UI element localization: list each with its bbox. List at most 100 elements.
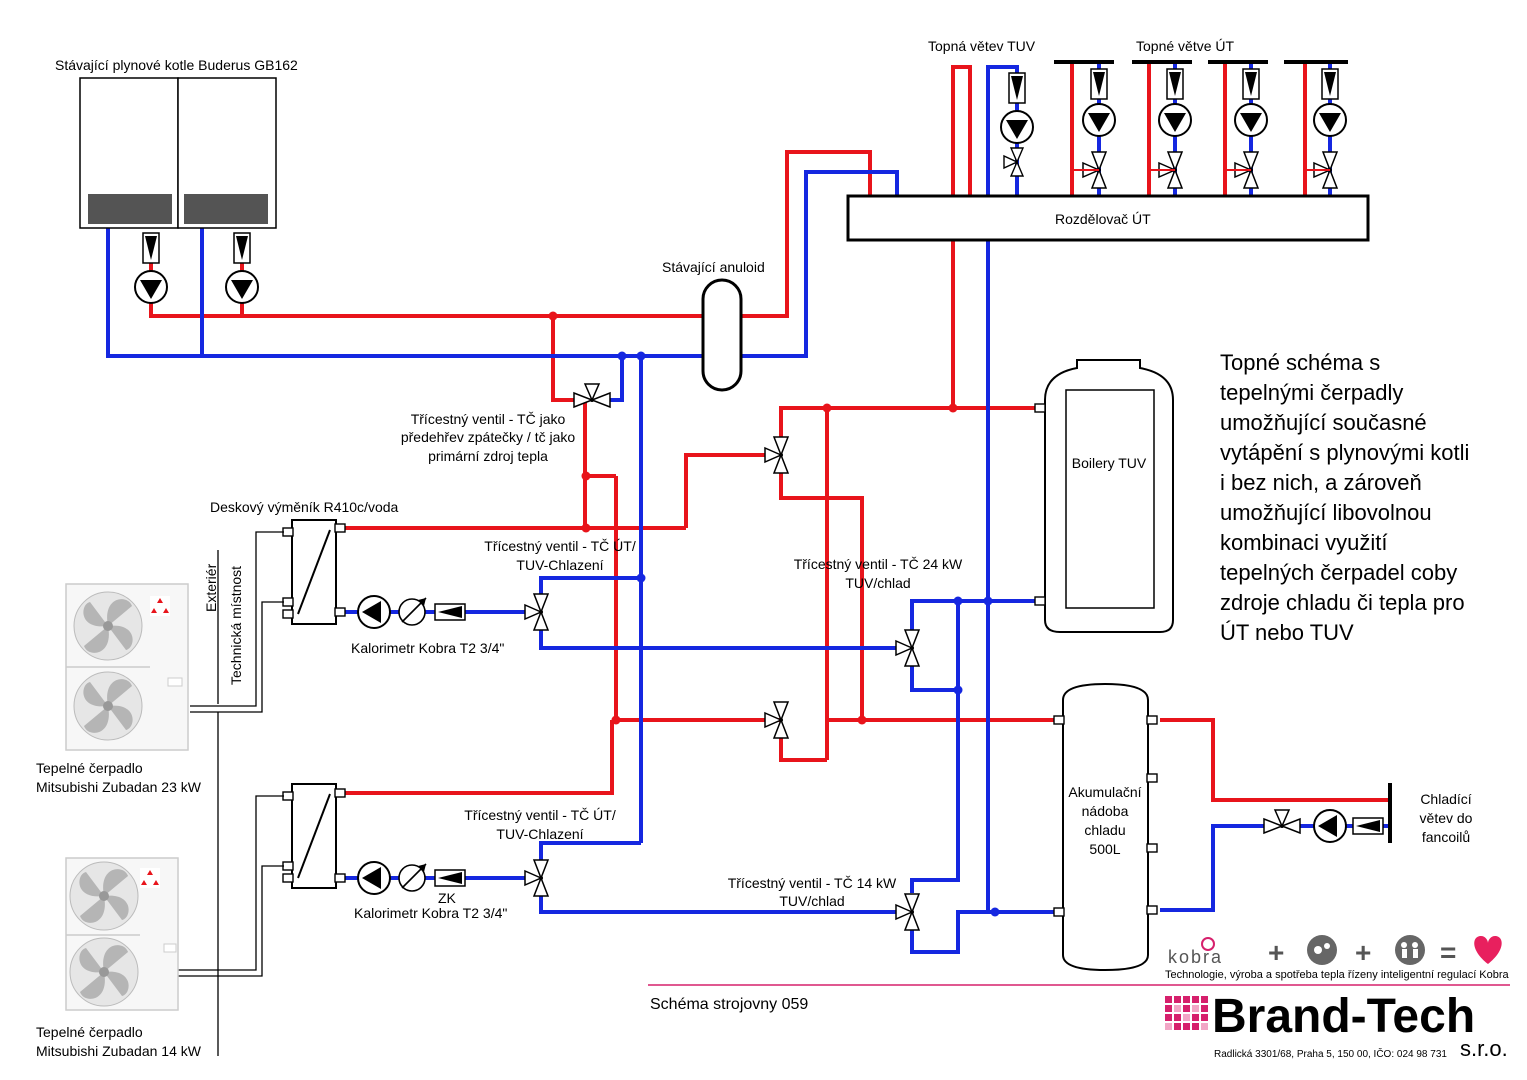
fan-icon [69,861,139,931]
valve-main-label-2: předehřev zpátečky / tč jako [401,429,576,445]
hp-23-label-2: Mitsubishi Zubadan 23 kW [36,779,202,795]
pump-icon [225,270,259,304]
company-name: Brand-Tech [1212,990,1475,1043]
check-valve-icon [1242,68,1260,100]
anuloid-label: Stávající anuloid [662,259,765,275]
boiler-tuv-label: Boilery TUV [1072,455,1147,471]
plate-exchanger-1 [291,519,337,625]
cool-label-2: větev do [1420,810,1473,826]
description-line: kombinaci využití [1220,530,1388,555]
pump-icon [134,270,168,304]
pump-icon [1158,103,1192,137]
cool-label-3: fancoilů [1422,829,1470,845]
plus-icon: + [1268,937,1284,968]
pump-icon [1000,110,1034,144]
pump-icon [1234,103,1268,137]
exchanger-port [282,527,294,537]
exchanger-port [282,861,294,871]
valve-ut-tuv-label-1a: Třícestný ventil - TČ ÚT/ [484,538,636,554]
kobra-tagline: Technologie, výroba a spotřeba tepla říz… [1165,969,1510,981]
fan-icon [69,937,139,1007]
anuloid-vessel [701,278,743,392]
valve-ut-tuv-label-2b: TUV-Chlazení [496,826,583,842]
tank-port [1053,907,1065,917]
pipe-junctions [548,311,1000,917]
valve-ut-tuv-label-1b: TUV-Chlazení [516,557,603,573]
check-valve-icon [1166,68,1184,100]
exchanger-port [334,873,346,883]
hp-23-label-1: Tepelné čerpadlo [36,760,143,776]
exterior-label: Exteriér [203,563,219,612]
pump-icon [1313,103,1347,137]
exchanger-port [334,523,346,533]
check-valve-icon [1008,72,1026,104]
tech-room-label: Technická místnost [228,566,244,685]
fan-icon [73,591,143,661]
calorimeter-icon [398,863,427,892]
accumulation-tank [1062,682,1149,972]
check-valve-icon [434,603,466,621]
check-valve-icon [434,869,466,887]
exchanger-label: Deskový výměník R410c/voda [210,499,399,515]
plate-exchanger-2 [291,783,337,889]
exchanger-port [334,788,346,798]
valve-main-label-1: Třícestný ventil - TČ jako [411,411,566,427]
fan-icon [73,671,143,741]
hp-14-label-2: Mitsubishi Zubadan 14 kW [36,1043,202,1059]
exchanger-port [282,791,294,801]
description-line: vytápění s plynovými kotli [1220,440,1469,465]
accu-label-2: nádoba [1082,803,1129,819]
description-line: Topné schéma s [1220,350,1380,375]
company-suffix: s.r.o. [1460,1036,1508,1061]
description-line: tepelnými čerpadly [1220,380,1403,405]
calorimeter-icon [398,597,427,626]
description-line: i bez nich, a zároveň [1220,470,1422,495]
tank-port [1053,715,1065,725]
accu-label-3: chladu [1084,822,1125,838]
calorimeter-label-2: Kalorimetr Kobra T2 3/4" [354,905,507,921]
tank-port [1146,773,1158,783]
valve-main-label-3: primární zdroj tepla [428,448,548,464]
description-line: ÚT nebo TUV [1220,620,1354,645]
exchanger-port [282,873,294,883]
company-address: Radlická 3301/68, Praha 5, 150 00, IČO: … [1214,1047,1447,1060]
distributor-label: Rozdělovač ÚT [1055,211,1151,227]
kobra-wordmark: kobra [1168,947,1223,967]
accu-label-1: Akumulační [1068,784,1141,800]
pump-icon [1313,809,1347,843]
description-line: zdroje chladu či tepla pro [1220,590,1465,615]
calorimeter-label-1: Kalorimetr Kobra T2 3/4" [351,640,504,656]
check-valve-icon [1352,817,1384,835]
tank-port [1146,715,1158,725]
pump-icon [357,595,391,629]
description-text: Topné schéma s tepelnými čerpadly umožňu… [1220,350,1469,645]
tank-port [1146,905,1158,915]
boilers-label: Stávající plynové kotle Buderus GB162 [55,57,298,73]
exchanger-port [282,597,294,607]
equals-icon: = [1440,937,1456,968]
check-valve-icon [1090,68,1108,100]
family-icon [1395,935,1425,965]
tank-port [1034,403,1046,413]
heart-icon [1474,936,1502,964]
scheme-label: Schéma strojovny 059 [650,996,808,1013]
valve-14-label-2: TUV/chlad [779,893,844,909]
tank-port [1146,843,1158,853]
cool-label-1: Chladící [1420,791,1471,807]
plus-icon: + [1355,937,1371,968]
refrigerant-lines [178,531,284,1056]
exchanger-port [282,609,294,619]
check-valve-icon [233,232,251,264]
kobra-equation: + + = [1268,935,1502,968]
brand-tech-logo-grid [1165,996,1208,1030]
tank-port [1034,596,1046,606]
description-line: tepelných čerpadel coby [1220,560,1457,585]
kobra-logo: kobra [1168,937,1223,967]
boiler-tuv-tank [1044,359,1174,633]
ut-branches-label: Topné větve ÚT [1136,38,1234,54]
distributor-block [846,194,1370,242]
accu-label-4: 500L [1089,841,1120,857]
check-valve-icon [1321,68,1339,100]
tuv-branch-label: Topná větev TUV [928,38,1036,54]
valve-14-label-1: Třícestný ventil - TČ 14 kW [728,875,897,891]
